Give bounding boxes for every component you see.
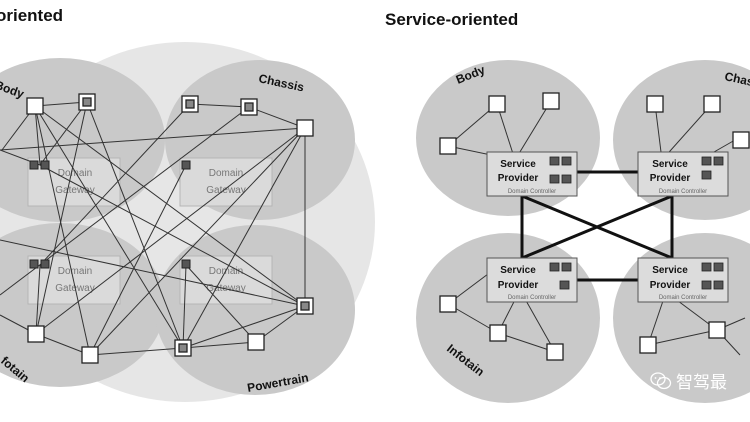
service-label-line2: Provider (498, 173, 539, 184)
left-title: oriented (0, 6, 64, 25)
service-provider-body: Service Provider Domain Controller (486, 151, 578, 197)
watermark-text: 智驾最 (676, 373, 727, 393)
gateway-ports (29, 160, 191, 269)
ecu-nodes (26, 97, 314, 364)
service-label-line2: Provider (650, 173, 691, 184)
right-title: Service-oriented (385, 10, 519, 29)
controller-label: Domain Controller (659, 189, 707, 195)
service-bus (520, 170, 674, 282)
ecu-node (646, 95, 664, 113)
ecu-node (81, 346, 99, 364)
service-label-line2: Provider (498, 280, 539, 291)
ecu-node (639, 336, 657, 354)
ecu-node (489, 324, 507, 342)
gateway-label-line2: Gateway (206, 185, 245, 196)
watermark: 智驾最 (650, 368, 727, 393)
ecu-node (708, 321, 726, 339)
service-provider-powertrain: Service Provider Domain Controller (637, 257, 729, 303)
gateway-label-line1: Domain (58, 266, 92, 277)
ecu-node (439, 137, 457, 155)
right-architecture: Service Provider Domain Controller Servi… (416, 60, 750, 403)
gateway-label-line1: Domain (58, 168, 92, 179)
wechat-icon (650, 371, 672, 389)
controller-label: Domain Controller (508, 295, 556, 301)
ecu-node (27, 325, 45, 343)
gateway-powertrain: Domain Gateway (179, 255, 273, 305)
gateway-label-line1: Domain (209, 168, 243, 179)
service-provider-infotain: Service Provider Domain Controller (486, 257, 578, 303)
ecu-node (439, 295, 457, 313)
ecu-node (247, 333, 265, 351)
ecu-nodes (439, 92, 750, 361)
service-label-line2: Provider (650, 280, 691, 291)
ecu-node (26, 97, 44, 115)
domain-powertrain (155, 225, 355, 395)
service-label-line1: Service (652, 265, 688, 276)
controller-label: Domain Controller (659, 295, 707, 301)
ecu-node (732, 131, 750, 149)
ecu-node (542, 92, 560, 110)
gateway-label-line2: Gateway (55, 185, 94, 196)
ecu-node (296, 119, 314, 137)
service-label-line1: Service (500, 265, 536, 276)
service-label-line1: Service (652, 159, 688, 170)
gateway-label-line1: Domain (209, 266, 243, 277)
ecu-nodes-double (78, 93, 314, 357)
service-provider-chassis: Service Provider Domain Controller (637, 151, 729, 197)
left-architecture: Domain Gateway Domain Gateway Domain Gat… (0, 42, 375, 402)
gateway-chassis: Domain Gateway (179, 157, 273, 207)
signal-lines (0, 101, 306, 356)
controller-label: Domain Controller (508, 189, 556, 195)
ecu-node (488, 95, 506, 113)
service-label-line1: Service (500, 159, 536, 170)
ecu-node (703, 95, 721, 113)
ecu-node (546, 343, 564, 361)
